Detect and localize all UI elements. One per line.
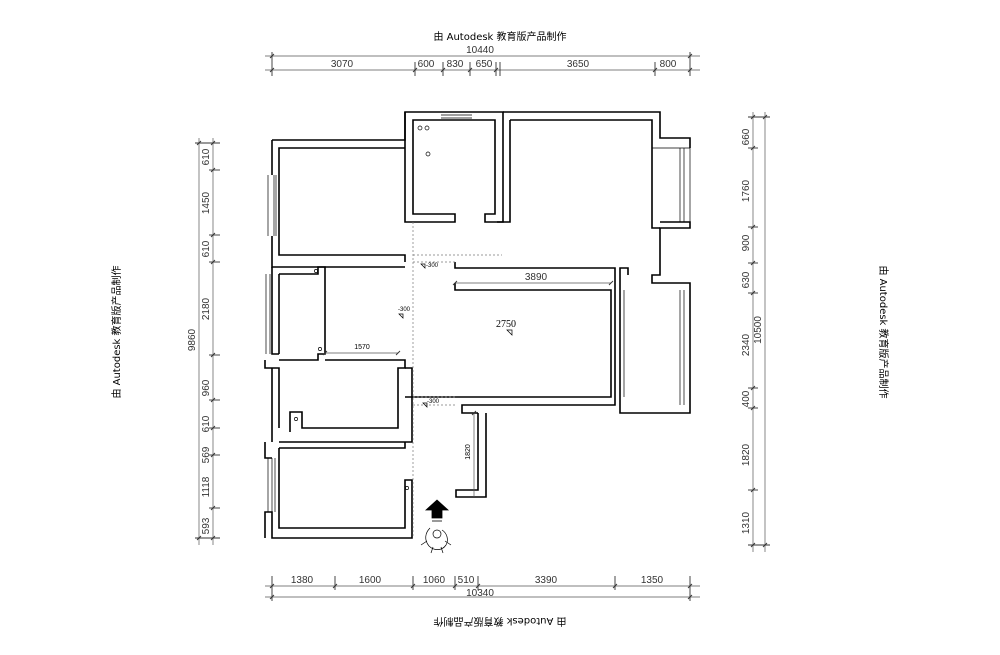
right-dim-7: 1820	[741, 443, 752, 466]
top-dim-3: 830	[447, 59, 464, 70]
level-markers: -300 -300 -300 2750	[398, 263, 516, 408]
level-marker-upper: -300	[426, 263, 439, 269]
left-dim-5: 960	[201, 379, 212, 396]
entrance-arrow-icon	[424, 499, 450, 522]
left-dim-1: 610	[201, 148, 212, 165]
left-dim-6: 610	[201, 415, 212, 432]
left-dim-2: 1450	[201, 191, 212, 214]
right-dimension-chain: 660 1760 900 630 2340 400 1820 1310 1050…	[741, 112, 770, 552]
interior-dimensions: 3890 1570 1820	[322, 272, 614, 497]
walls	[264, 111, 691, 539]
watermark-bottom: 由 Autodesk 教育版产品制作	[433, 615, 566, 628]
right-dim-4: 630	[741, 271, 752, 288]
level-marker-lower: -300	[427, 399, 440, 405]
top-total-dimension: 10440	[466, 45, 494, 56]
left-dim-4: 2180	[201, 297, 212, 320]
bottom-dim-1: 1380	[291, 575, 314, 586]
top-dimension-chain: 10440 3070 600 830 650 3650 800	[265, 45, 700, 76]
watermark-top: 由 Autodesk 教育版产品制作	[433, 30, 566, 43]
watermark-right: 由 Autodesk 教育版产品制作	[877, 265, 890, 398]
top-dim-1: 3070	[331, 59, 354, 70]
top-dim-5: 3650	[567, 59, 590, 70]
ceiling-height-label: 2750	[496, 319, 516, 330]
hall-width-label: 1570	[354, 344, 370, 351]
left-total-dimension: 9860	[187, 328, 198, 351]
top-dim-6: 800	[660, 59, 677, 70]
bottom-dim-5: 3390	[535, 575, 558, 586]
fixtures	[294, 125, 431, 490]
top-dim-4: 650	[476, 59, 493, 70]
bottom-total-dimension: 10340	[466, 588, 494, 599]
left-dim-3: 610	[201, 240, 212, 257]
left-dimension-chain: 9860 610 1450 610 2180 960 610 569 1118 …	[187, 138, 220, 545]
living-width-label: 3890	[525, 272, 548, 283]
bottom-dim-4: 510	[458, 575, 475, 586]
bottom-dim-6: 1350	[641, 575, 664, 586]
right-dim-2: 1760	[741, 179, 752, 202]
person-figure-icon	[420, 527, 452, 554]
level-marker-middle: -300	[398, 307, 411, 313]
right-dim-6: 400	[741, 390, 752, 407]
left-dim-8: 1118	[201, 476, 212, 497]
level-lines	[412, 222, 502, 538]
right-dim-1: 660	[741, 128, 752, 145]
left-dim-9: 593	[201, 517, 212, 534]
bottom-dim-3: 1060	[423, 575, 446, 586]
left-dim-7: 569	[201, 446, 212, 463]
right-dim-5: 2340	[741, 333, 752, 356]
right-dim-3: 900	[741, 234, 752, 251]
entry-depth-label: 1820	[465, 444, 472, 460]
right-total-dimension: 10500	[753, 316, 764, 344]
top-dim-2: 600	[418, 59, 435, 70]
right-dim-8: 1310	[741, 511, 752, 534]
watermark-left: 由 Autodesk 教育版产品制作	[110, 265, 123, 398]
bottom-dimension-chain: 1380 1600 1060 510 3390 1350 10340	[265, 575, 700, 601]
bottom-dim-2: 1600	[359, 575, 382, 586]
